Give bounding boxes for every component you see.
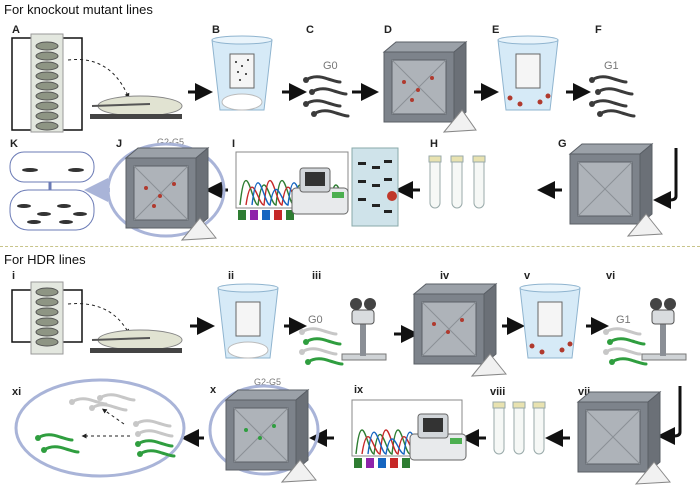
panel-label-B: B bbox=[212, 24, 220, 36]
panel-label-ii: ii bbox=[228, 270, 235, 282]
panel-H-tubes bbox=[428, 155, 486, 209]
panel-D-cage bbox=[383, 41, 477, 133]
panel-K-genotype-cross bbox=[9, 151, 95, 231]
panel-A-ovary bbox=[11, 33, 183, 133]
panel-label-iv: iv bbox=[440, 270, 450, 282]
panel-label-F: F bbox=[595, 24, 602, 36]
panel-label-viii: viii bbox=[490, 386, 506, 398]
panel-label-D: D bbox=[384, 24, 392, 36]
panel-ix-sequencing bbox=[351, 399, 467, 468]
panel-label-E: E bbox=[492, 24, 500, 36]
panel-x-cage-cycle bbox=[208, 384, 320, 483]
g1-label-bottom: G1 bbox=[616, 314, 631, 326]
g2g5-label-top: G2-G5 bbox=[157, 137, 185, 147]
section-title-knockout: For knockout mutant lines bbox=[4, 2, 153, 17]
panel-i-ovary bbox=[11, 281, 183, 355]
panel-B-egg-cup bbox=[211, 35, 273, 111]
panel-label-G: G bbox=[558, 138, 567, 150]
panel-label-x: x bbox=[210, 384, 217, 396]
panel-label-i: i bbox=[12, 270, 16, 282]
g0-label-top: G0 bbox=[323, 60, 338, 72]
panel-label-K: K bbox=[10, 138, 18, 150]
panel-F-g1-larvae bbox=[587, 75, 636, 119]
panel-viii-tubes bbox=[492, 401, 546, 455]
panel-v-oviposition-cup bbox=[519, 283, 581, 359]
panel-label-H: H bbox=[430, 138, 438, 150]
panel-label-C: C bbox=[306, 24, 314, 36]
section-title-hdr: For HDR lines bbox=[4, 252, 86, 267]
panel-label-J: J bbox=[116, 138, 123, 150]
panel-label-v: v bbox=[524, 270, 531, 282]
g1-label-top: G1 bbox=[604, 60, 619, 72]
panel-J-cage-cycle bbox=[106, 142, 226, 241]
panel-label-I: I bbox=[232, 138, 236, 150]
panel-C-g0-larvae bbox=[301, 75, 350, 119]
panel-xi-selection-cycle bbox=[14, 378, 186, 478]
panel-label-A: A bbox=[12, 24, 20, 36]
panel-ii-egg-cup bbox=[217, 283, 279, 359]
panel-vi-g1-screen bbox=[601, 297, 687, 367]
panel-label-iii: iii bbox=[312, 270, 322, 282]
panel-iv-cage bbox=[413, 283, 507, 377]
g0-label-bottom: G0 bbox=[308, 314, 323, 326]
panel-label-ix: ix bbox=[354, 384, 364, 396]
panel-iii-g0-screen bbox=[297, 297, 387, 367]
g2g5-label-bottom: G2-G5 bbox=[254, 377, 282, 387]
panel-label-vi: vi bbox=[606, 270, 616, 282]
panel-label-xi: xi bbox=[12, 386, 22, 398]
panel-E-oviposition-cup bbox=[497, 35, 559, 111]
section-divider bbox=[0, 246, 700, 247]
panel-I-sequencing bbox=[235, 147, 399, 227]
panel-vii-cage bbox=[577, 391, 671, 485]
panel-G-cage bbox=[569, 143, 663, 237]
